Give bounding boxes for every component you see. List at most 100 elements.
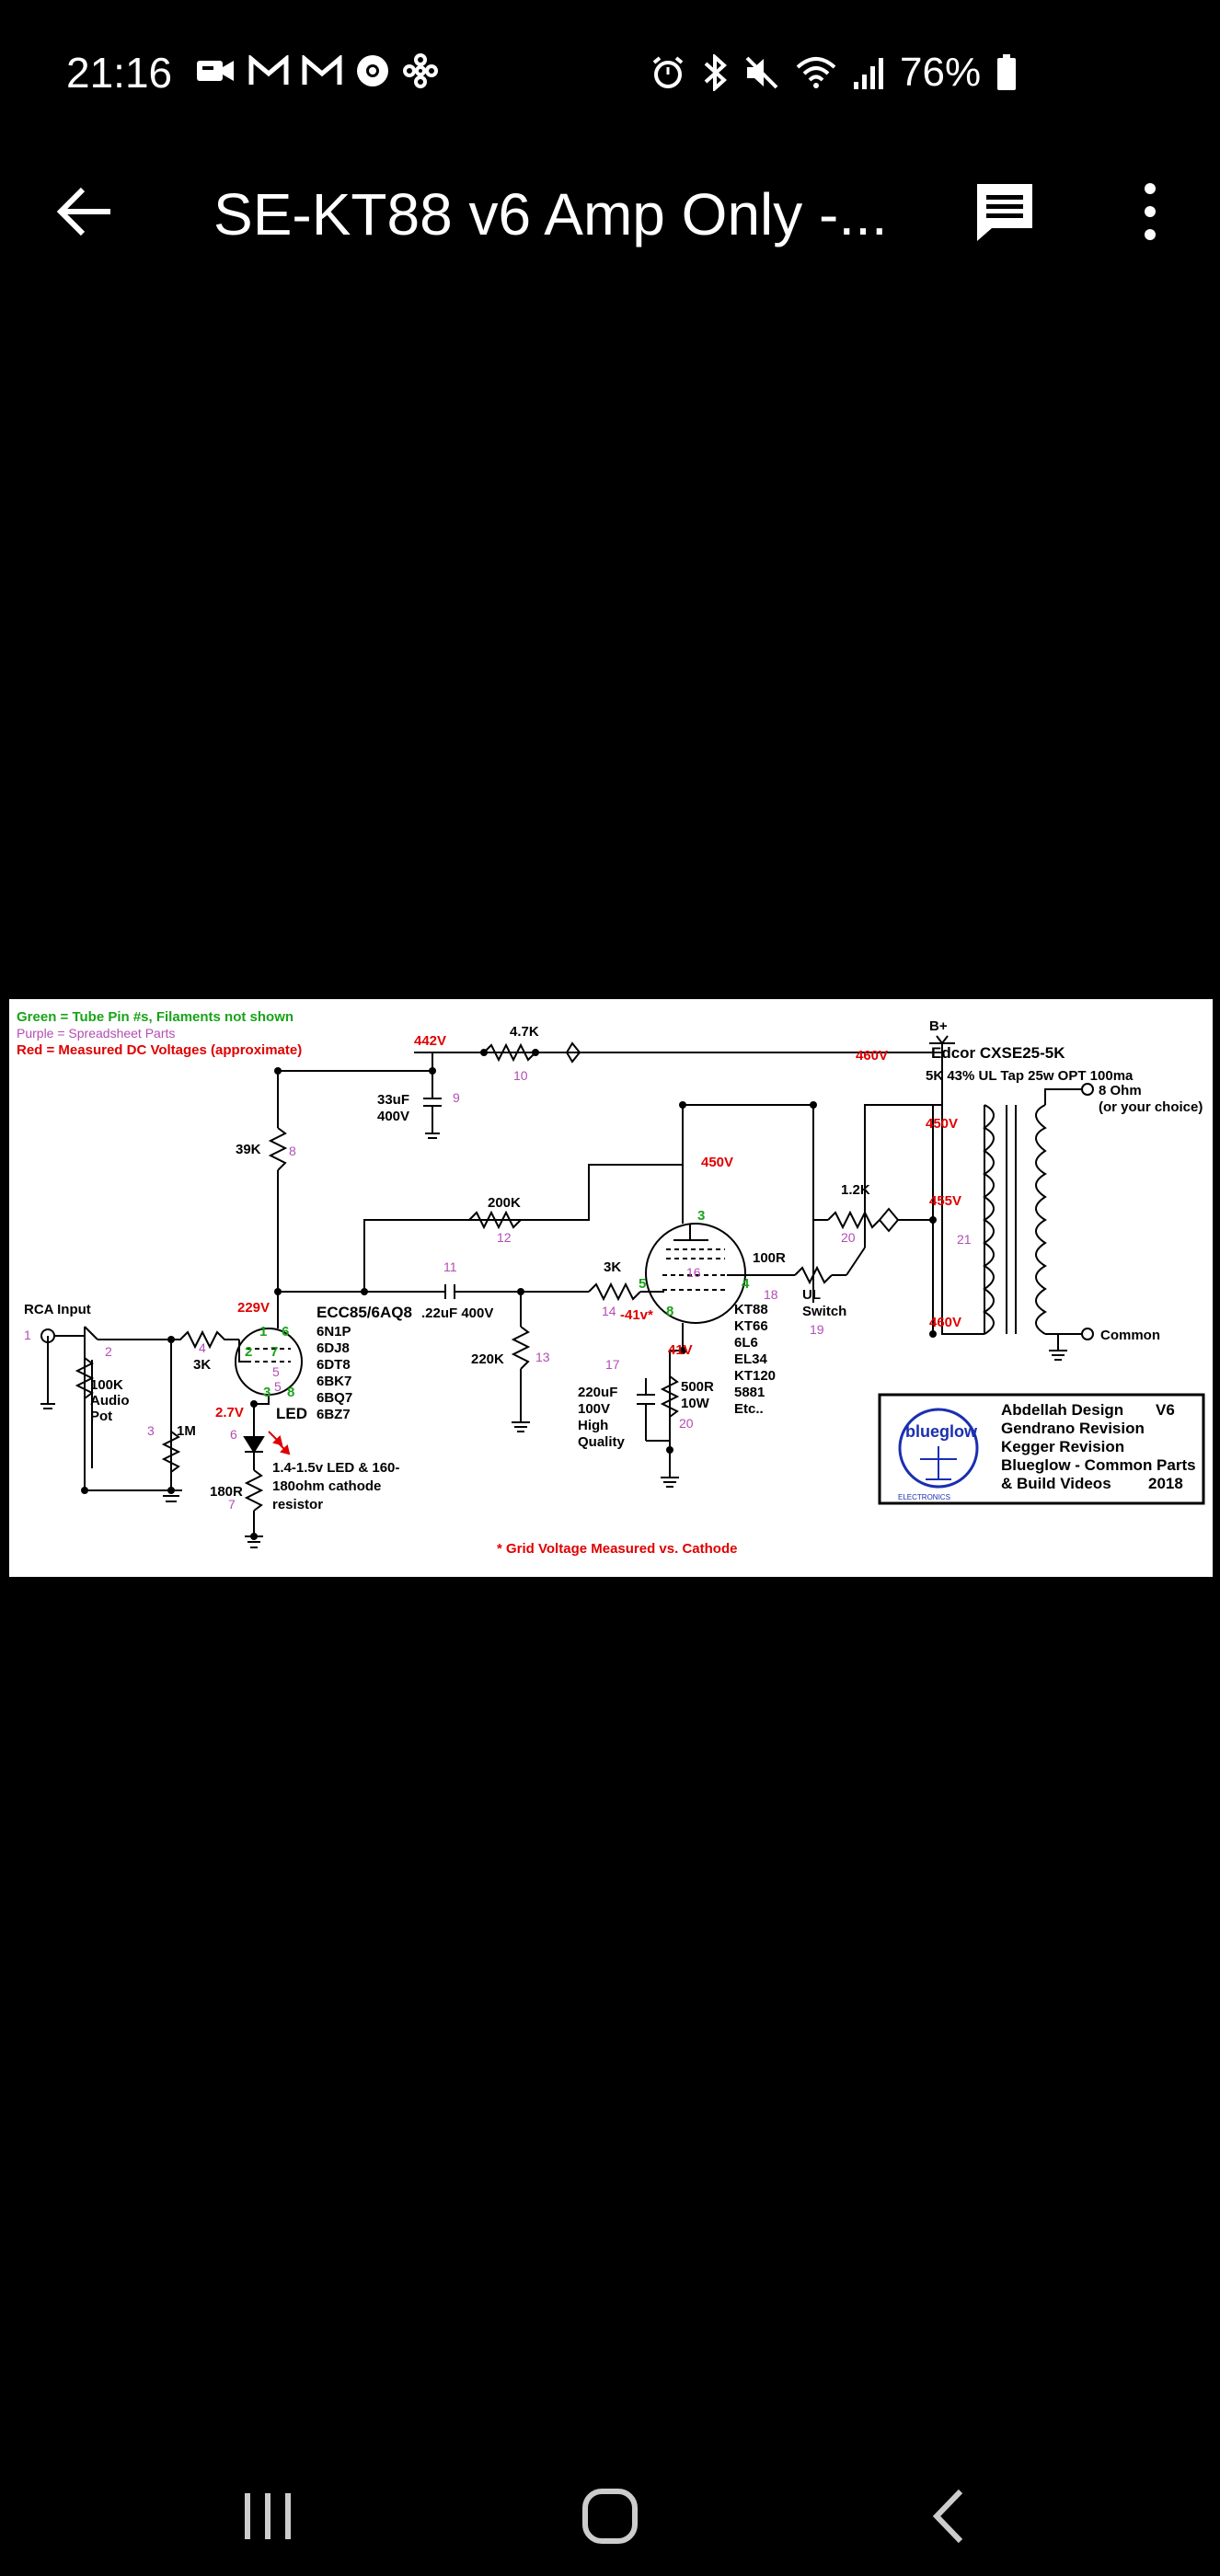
component-label: 4.7K	[510, 1024, 539, 1040]
component-label: 100R	[753, 1250, 786, 1266]
component-label: UL	[802, 1287, 821, 1303]
info-line: Gendrano Revision	[1001, 1420, 1145, 1437]
back-button[interactable]	[53, 179, 118, 244]
component-label: KT88	[734, 1302, 768, 1317]
component-label: ECC85/6AQ8	[317, 1304, 412, 1321]
info-line: Abdellah Design	[1001, 1401, 1123, 1419]
voltage-label: 460V	[929, 1315, 961, 1330]
part-number: 7	[228, 1497, 236, 1512]
part-number: 13	[535, 1350, 550, 1364]
video-call-icon	[197, 61, 234, 81]
voltage-label: 455V	[929, 1193, 961, 1209]
component-label: RCA Input	[24, 1302, 91, 1317]
info-line: Blueglow - Common Parts	[1001, 1456, 1196, 1474]
part-number: 9	[453, 1090, 460, 1105]
legend-purple: Purple = Spreadsheet Parts	[17, 1026, 175, 1041]
blueglow-logo: blueglow	[905, 1422, 978, 1441]
component-label: 6BK7	[317, 1374, 351, 1389]
pin-number: 3	[263, 1385, 270, 1400]
component-label: 8 Ohm	[1099, 1083, 1142, 1098]
part-number: 10	[513, 1068, 528, 1083]
notification-icons	[195, 53, 438, 88]
component-label: 220uF	[578, 1385, 617, 1400]
app-bar: SE-KT88 v6 Amp Only -...	[0, 156, 1220, 267]
part-number: 3	[147, 1423, 155, 1438]
pin-number: 5	[272, 1364, 280, 1379]
pin-number: 3	[697, 1208, 705, 1224]
component-label: 5881	[734, 1385, 765, 1400]
fan-icon	[403, 53, 438, 88]
footnote: * Grid Voltage Measured vs. Cathode	[497, 1541, 737, 1557]
component-label: 200K	[488, 1195, 521, 1211]
voltage-label: 450V	[926, 1116, 958, 1132]
component-label: 1.4-1.5v LED & 160-	[272, 1460, 399, 1476]
component-label: LED	[276, 1405, 307, 1422]
component-label: Edcor CXSE25-5K	[931, 1044, 1065, 1062]
chevron-left-icon	[932, 2489, 963, 2544]
part-number: 20	[679, 1416, 694, 1431]
component-label: 1M	[177, 1423, 196, 1439]
component-label: 180ohm cathode	[272, 1478, 381, 1494]
voltage-label: 229V	[237, 1300, 270, 1316]
part-number: 8	[289, 1144, 296, 1158]
battery-icon	[997, 54, 1017, 90]
system-nav-bar	[0, 2429, 1220, 2576]
component-label: 500R	[681, 1379, 714, 1395]
component-label: resistor	[272, 1497, 323, 1512]
part-number: 12	[497, 1230, 512, 1245]
component-label: Etc..	[734, 1401, 764, 1417]
component-label: Switch	[802, 1304, 846, 1319]
voltage-label: 442V	[414, 1033, 446, 1049]
voltage-label: 460V	[856, 1048, 888, 1064]
home-icon	[582, 2489, 638, 2544]
pin-number: 8	[287, 1385, 294, 1400]
blueglow-logo-sub: ELECTRONICS	[898, 1493, 950, 1501]
alarm-icon	[652, 56, 684, 88]
part-number: 21	[957, 1232, 972, 1247]
gmail-icon	[248, 55, 289, 85]
voltage-label: 41V	[668, 1342, 693, 1358]
legend-red: Red = Measured DC Voltages (approximate)	[17, 1042, 302, 1058]
component-label: 220K	[471, 1351, 504, 1367]
status-time: 21:16	[66, 49, 173, 97]
part-number: 14	[602, 1304, 616, 1318]
voltage-label: 450V	[701, 1155, 733, 1170]
schematic-drawing: Green = Tube Pin #s, Filaments not shown…	[17, 1009, 1205, 1557]
pin-number: 2	[245, 1344, 252, 1360]
component-label: High	[578, 1418, 608, 1433]
info-line: & Build Videos	[1001, 1475, 1111, 1492]
recent-apps-button[interactable]	[226, 2475, 309, 2558]
component-label: 1.2K	[841, 1182, 870, 1198]
component-label: Pot	[90, 1409, 112, 1424]
component-label: Common	[1100, 1328, 1160, 1343]
component-label: 33uF	[377, 1092, 409, 1108]
component-label: 6N1P	[317, 1324, 351, 1340]
info-line: Kegger Revision	[1001, 1438, 1124, 1455]
chrome-icon	[357, 55, 388, 86]
document-title: SE-KT88 v6 Amp Only -...	[213, 181, 888, 247]
comments-button[interactable]	[972, 177, 1042, 247]
pin-number: 6	[282, 1324, 289, 1340]
home-button[interactable]	[569, 2475, 651, 2558]
part-number: 11	[443, 1259, 457, 1274]
bluetooth-icon	[704, 54, 727, 91]
component-label: 5K 43% UL Tap 25w OPT 100ma	[926, 1068, 1134, 1084]
component-label: 39K	[236, 1142, 261, 1157]
component-label: 10W	[681, 1396, 710, 1411]
component-label: 6L6	[734, 1335, 758, 1351]
component-label: Audio	[90, 1393, 130, 1409]
pin-number: 1	[259, 1324, 267, 1340]
more-options-button[interactable]	[1124, 177, 1176, 247]
part-number: 17	[605, 1357, 620, 1372]
component-label: 6BQ7	[317, 1390, 352, 1406]
component-label: 180R	[210, 1484, 243, 1500]
pin-number: 7	[270, 1344, 278, 1360]
part-number: 18	[764, 1287, 778, 1302]
mute-icon	[745, 56, 778, 89]
component-label: KT66	[734, 1318, 768, 1334]
schematic-image[interactable]: Green = Tube Pin #s, Filaments not shown…	[9, 999, 1213, 1577]
back-nav-button[interactable]	[909, 2475, 992, 2558]
component-label: 3K	[604, 1259, 621, 1275]
pin-number: 8	[666, 1304, 673, 1319]
part-number: 5	[274, 1379, 282, 1394]
